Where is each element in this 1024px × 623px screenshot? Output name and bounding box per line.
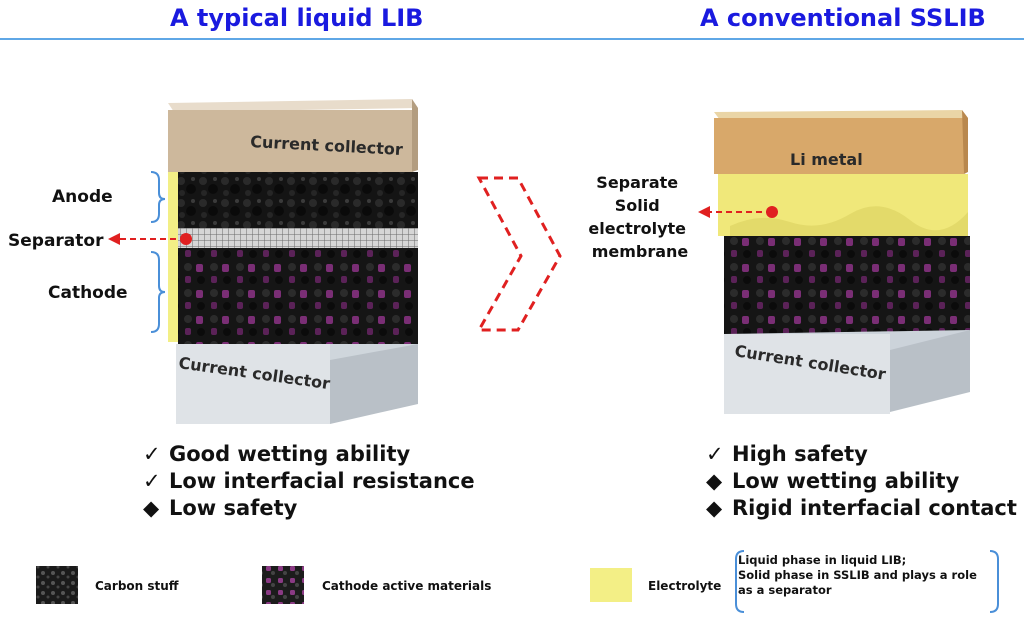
callout-dot <box>766 206 778 218</box>
right-bottom-collector-side <box>890 330 970 412</box>
feature-item: ◆Low wetting ability <box>706 469 960 493</box>
legend-electrolyte-label: Electrolyte <box>648 579 722 593</box>
legend-carbon-swatch <box>36 566 78 604</box>
legend-cathode-swatch <box>262 566 304 604</box>
cathode-label: Cathode <box>48 283 128 303</box>
title-underline <box>0 38 1024 40</box>
left-top-collector-side <box>412 99 418 172</box>
legend-electrolyte-swatch <box>590 568 632 602</box>
legend-note-bracket-right <box>989 550 999 613</box>
li-metal-label: Li metal <box>790 150 863 169</box>
diamond-icon: ◆ <box>143 496 160 520</box>
cathode-brace <box>150 251 166 333</box>
li-metal-side <box>962 110 968 174</box>
sslib-cathode-layer <box>724 236 970 334</box>
liquid-lib-features: ✓Good wetting ability ✓Low interfacial r… <box>143 441 475 522</box>
li-metal-top <box>714 110 968 120</box>
feature-item: ✓Good wetting ability <box>143 442 411 466</box>
li-metal-layer <box>714 118 964 174</box>
anode-label: Anode <box>52 187 113 207</box>
feature-item: ✓Low interfacial resistance <box>143 469 475 493</box>
feature-item: ◆Low safety <box>143 496 298 520</box>
check-icon: ✓ <box>143 442 161 466</box>
feature-item: ✓High safety <box>706 442 868 466</box>
left-separator-layer <box>178 228 418 248</box>
separator-dot <box>180 233 192 245</box>
right-bottom-collector <box>724 334 890 414</box>
separator-arrow-head <box>108 233 120 245</box>
legend-note-bracket-left <box>735 550 745 613</box>
diamond-icon: ◆ <box>706 496 723 520</box>
left-bottom-collector-side <box>330 344 418 424</box>
legend-carbon-label: Carbon stuff <box>95 579 179 593</box>
legend-cathode-label: Cathode active materials <box>322 579 492 593</box>
electrolyte-callout: Separate Solid electrolyte membrane <box>588 173 691 261</box>
left-top-collector <box>168 110 412 172</box>
title-sslib: A conventional SSLIB <box>700 4 986 32</box>
anode-brace <box>150 171 166 223</box>
sslib-features: ✓High safety ◆Low wetting ability ◆Rigid… <box>706 441 1017 522</box>
electrolyte-interface <box>730 206 968 236</box>
feature-item: ◆Rigid interfacial contact <box>706 496 1017 520</box>
check-icon: ✓ <box>143 469 161 493</box>
title-liquid-lib: A typical liquid LIB <box>170 4 424 32</box>
left-anode-layer <box>178 172 418 228</box>
left-cathode-layer <box>178 248 418 344</box>
separator-label: Separator <box>8 231 104 251</box>
check-icon: ✓ <box>706 442 724 466</box>
sslib-cell: Li metal Current collector Separate Soli… <box>588 110 970 414</box>
left-top-collector-top <box>168 99 418 112</box>
callout-arrow-head <box>698 206 710 218</box>
chevron-arrow-icon <box>476 176 562 332</box>
left-bottom-collector <box>176 344 330 424</box>
diamond-icon: ◆ <box>706 469 723 493</box>
liquid-lib-cell: Current collector Current collector Anod… <box>8 99 418 424</box>
legend-electrolyte-note: Liquid phase in liquid LIB; Solid phase … <box>738 553 977 597</box>
